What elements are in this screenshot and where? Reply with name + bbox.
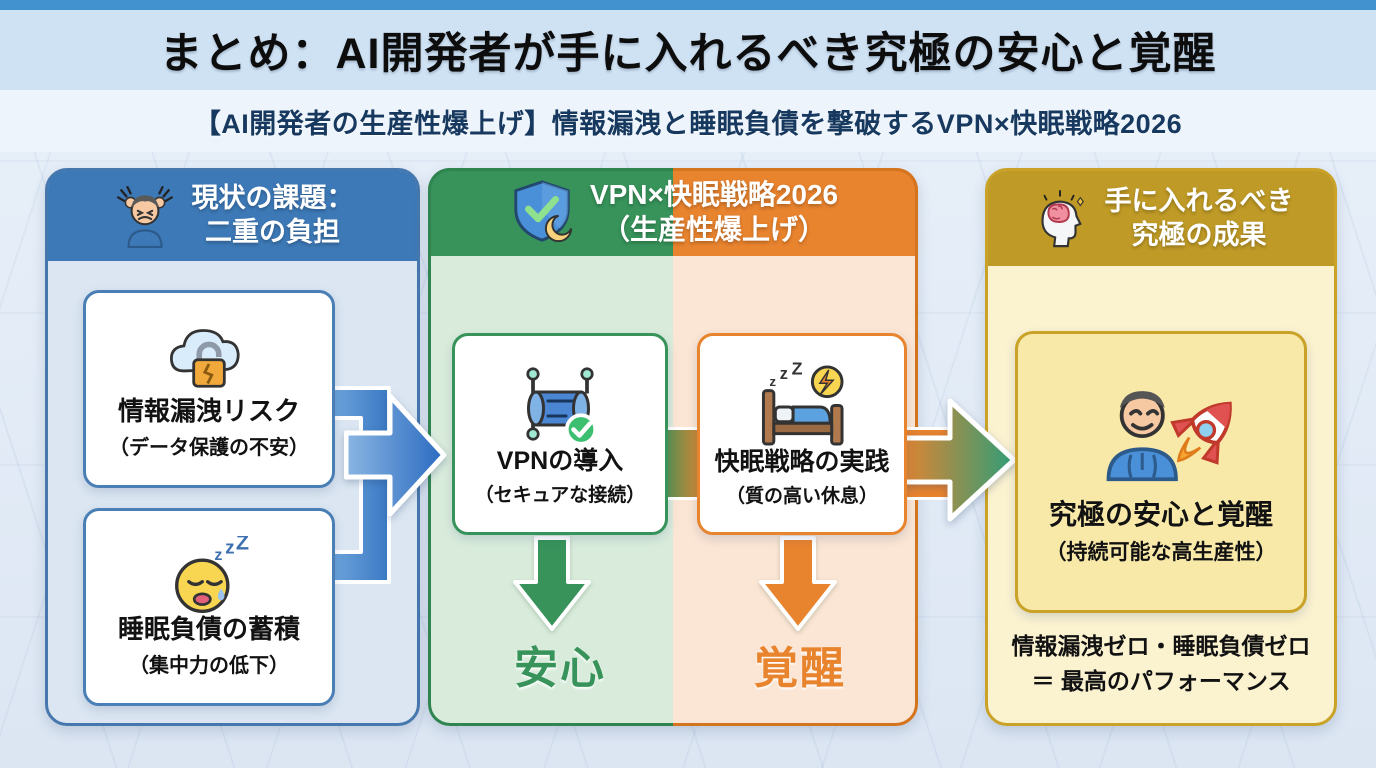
card-sleep-debt: z z Z 睡眠負債の蓄積 （集中力の低下） [83, 508, 335, 706]
card-vpn-adoption: VPNの導入 （セキュアな接続） [452, 333, 668, 535]
svg-text:z: z [214, 546, 222, 564]
strategy-header: VPN×快眠戦略2026 （生産性爆上げ） [428, 168, 918, 256]
shield-check-moon-icon [514, 180, 573, 243]
cloud-lock-icon [169, 329, 240, 388]
person-rocket-icon [1106, 391, 1232, 482]
svg-text:z: z [780, 364, 788, 382]
title-band: まとめ：AI開発者が手に入れるべき究極の安心と覚醒 [0, 10, 1376, 90]
arrow-strategy-to-outcome [896, 398, 1017, 522]
card-subtitle: （集中力の低下） [129, 655, 289, 678]
outcome-footer-text: 情報漏洩ゼロ・睡眠負債ゼロ ＝ 最高のパフォーマンス [1011, 633, 1311, 694]
column-vpn-sleep-strategy: VPN×快眠戦略2026 （生産性爆上げ） VPNの導入 （セキュアな接続） [428, 168, 918, 726]
strategy-header-text: VPN×快眠戦略2026 （生産性爆上げ） [589, 179, 839, 245]
card-title: 快眠戦略の実践 [714, 447, 890, 476]
down-arrow-orange [759, 536, 837, 631]
problem-header-text: 現状の課題： 二重の負担 [191, 183, 354, 247]
svg-text:z: z [225, 536, 234, 557]
stressed-person-icon [116, 185, 173, 248]
card-title: 究極の安心と覚醒 [1048, 499, 1273, 531]
card-title: 情報漏洩リスク [117, 395, 300, 426]
card-subtitle: （データ保護の不安） [109, 437, 309, 460]
card-info-leak-risk: 情報漏洩リスク （データ保護の不安） [83, 290, 335, 488]
page-subtitle: 【AI開発者の生産性爆上げ】情報漏洩と睡眠負債を撃破するVPN×快眠戦略2026 [193, 108, 1183, 139]
svg-text:Z: Z [236, 536, 249, 554]
outcome-header: 手に入れるべき 究極の成果 [988, 171, 1334, 266]
down-arrow-green [513, 536, 591, 631]
problem-header: 現状の課題： 二重の負担 [48, 171, 417, 261]
card-subtitle: （持続可能な高生産性） [1045, 540, 1277, 564]
subtitle-band: 【AI開発者の生産性爆上げ】情報漏洩と睡眠負債を撃破するVPN×快眠戦略2026 [0, 90, 1376, 152]
vpn-tunnel-icon [526, 366, 598, 446]
outcome-header-text: 手に入れるべき 究極の成果 [1104, 185, 1294, 250]
strategy-header-orange-bg [673, 168, 918, 256]
svg-text:z: z [769, 374, 776, 389]
arrow-problems-to-strategy [344, 393, 447, 517]
result-label-kakusei: 覚醒 [754, 644, 846, 693]
card-sleep-strategy-practice: z z Z 快眠戦略の実践 （質の高い休息） [697, 333, 907, 535]
card-subtitle: （セキュアな接続） [474, 484, 646, 506]
svg-text:Z: Z [792, 361, 803, 378]
brain-head-icon [1040, 189, 1084, 247]
bed-energy-icon: z z Z [761, 361, 844, 446]
result-label-anshin: 安心 [514, 644, 606, 693]
column-ultimate-outcome: 手に入れるべき 究極の成果 究極 [985, 168, 1337, 726]
card-subtitle: （質の高い休息） [725, 485, 878, 507]
card-title: 睡眠負債の蓄積 [117, 613, 300, 644]
sleepy-face-icon: z z Z [175, 536, 249, 613]
card-ultimate-result: 究極の安心と覚醒 （持続可能な高生産性） [1015, 331, 1307, 613]
card-title: VPNの導入 [496, 446, 624, 475]
page-title: まとめ：AI開発者が手に入れるべき究極の安心と覚醒 [159, 30, 1217, 78]
top-accent-strip [0, 0, 1376, 10]
